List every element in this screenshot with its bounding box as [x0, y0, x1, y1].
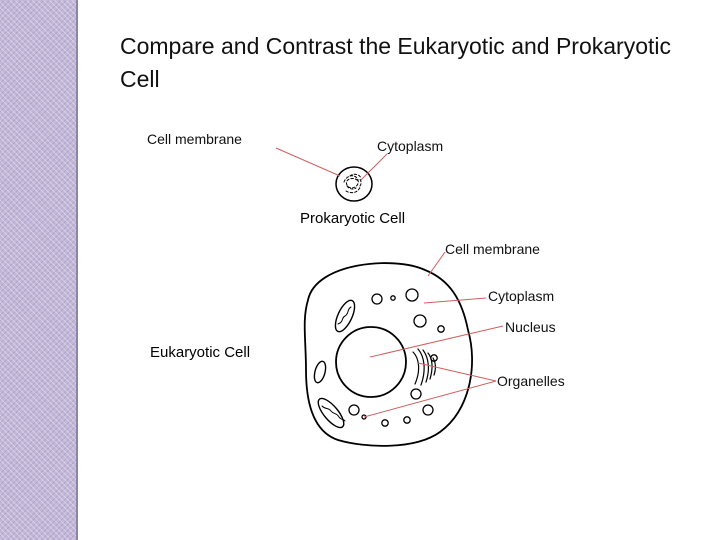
leader-eukaryote-cytoplasm: [424, 298, 486, 303]
leader-prokaryote-cytoplasm: [361, 154, 387, 180]
leader-lines: [276, 148, 503, 417]
prokaryote-dna: [344, 174, 361, 192]
leader-eukaryote-organelles-2: [364, 381, 496, 417]
vacuole: [312, 360, 327, 384]
golgi-apparatus: [413, 349, 435, 385]
prokaryotic-cell: [336, 167, 372, 201]
nucleus: [336, 327, 406, 397]
eukaryotic-cell: [305, 263, 472, 446]
leader-eukaryote-nucleus: [370, 326, 503, 357]
leader-prokaryote-membrane: [276, 148, 340, 176]
vesicles: [349, 289, 444, 426]
mitochondrion-upper: [331, 298, 358, 335]
leader-eukaryote-membrane: [428, 252, 445, 276]
eukaryote-membrane: [305, 263, 472, 446]
prokaryote-membrane: [336, 167, 372, 201]
